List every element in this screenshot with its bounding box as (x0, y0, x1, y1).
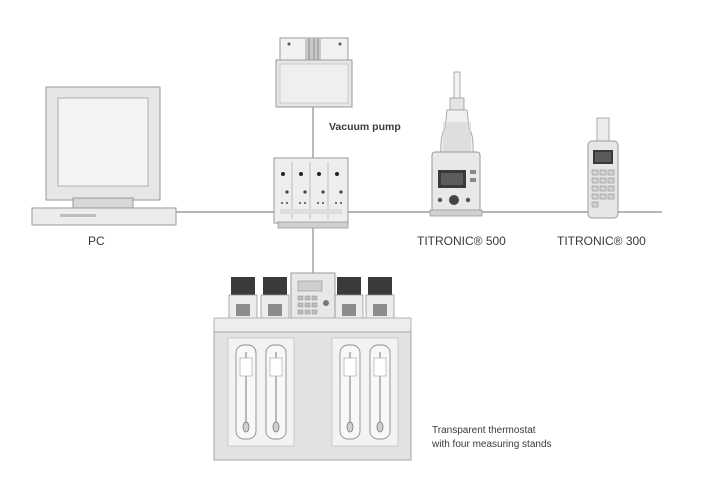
t500-button (437, 197, 443, 203)
measuring-cell (339, 344, 361, 440)
pump-screw (338, 42, 342, 46)
distributor-port (321, 190, 325, 194)
thermostat-label-line1: Transparent thermostat (432, 425, 536, 436)
pc-computer (31, 86, 177, 226)
pc-drive-slot (60, 214, 96, 217)
t500-adapter (449, 97, 465, 111)
distributor-led (335, 172, 339, 176)
pump-top-center (305, 38, 321, 60)
pc-label: PC (88, 234, 105, 248)
distributor-port (303, 190, 307, 194)
stand-head (337, 277, 361, 295)
thermostat-label-line2: with four measuring stands (432, 439, 552, 450)
stand-window (236, 304, 250, 316)
thermostat-label: Transparent thermostat with four measuri… (432, 424, 582, 452)
stand-head (231, 277, 255, 295)
stand-window (268, 304, 282, 316)
t500-foot (429, 209, 483, 217)
distributor-led (281, 172, 285, 176)
t300-display-inner (595, 152, 611, 162)
t500-button (470, 178, 476, 182)
t500-bottle-fill (443, 122, 471, 152)
titronic-500-device (429, 71, 483, 217)
titronic-300-label: TITRONIC® 300 (557, 234, 646, 248)
t500-display-inner (441, 173, 463, 185)
t500-button (465, 197, 471, 203)
distributor-port (285, 190, 289, 194)
titronic-300-device (587, 117, 619, 219)
thermostat-rim (213, 317, 412, 333)
distributor-strip (280, 209, 342, 214)
t500-button (470, 170, 476, 174)
distributor-led (317, 172, 321, 176)
pump-screw (287, 42, 291, 46)
distributor-port-row (280, 201, 343, 205)
stand-head (263, 277, 287, 295)
pump-panel (279, 63, 349, 104)
pc-stand (72, 197, 134, 209)
distributor-unit (273, 157, 349, 229)
control-keypad (297, 295, 318, 315)
titronic-500-label: TITRONIC® 500 (417, 234, 506, 248)
distributor-base (277, 221, 349, 229)
stand-window (373, 304, 387, 316)
t500-knob (449, 195, 459, 205)
t300-keypad (591, 169, 615, 208)
stand-window (342, 304, 356, 316)
vacuum-pump (275, 37, 353, 108)
measuring-cell (369, 344, 391, 440)
pc-base-unit (31, 207, 177, 226)
distributor-led (299, 172, 303, 176)
t500-tube (453, 71, 461, 101)
t300-top (596, 117, 610, 143)
control-knob (323, 300, 329, 306)
measuring-cell (235, 344, 257, 440)
thermostat-assembly (213, 272, 412, 461)
vacuum-pump-label: Vacuum pump (329, 121, 401, 133)
distributor-port (339, 190, 343, 194)
stand-head (368, 277, 392, 295)
control-display (297, 280, 323, 292)
pc-screen (57, 97, 149, 187)
measuring-cell (265, 344, 287, 440)
